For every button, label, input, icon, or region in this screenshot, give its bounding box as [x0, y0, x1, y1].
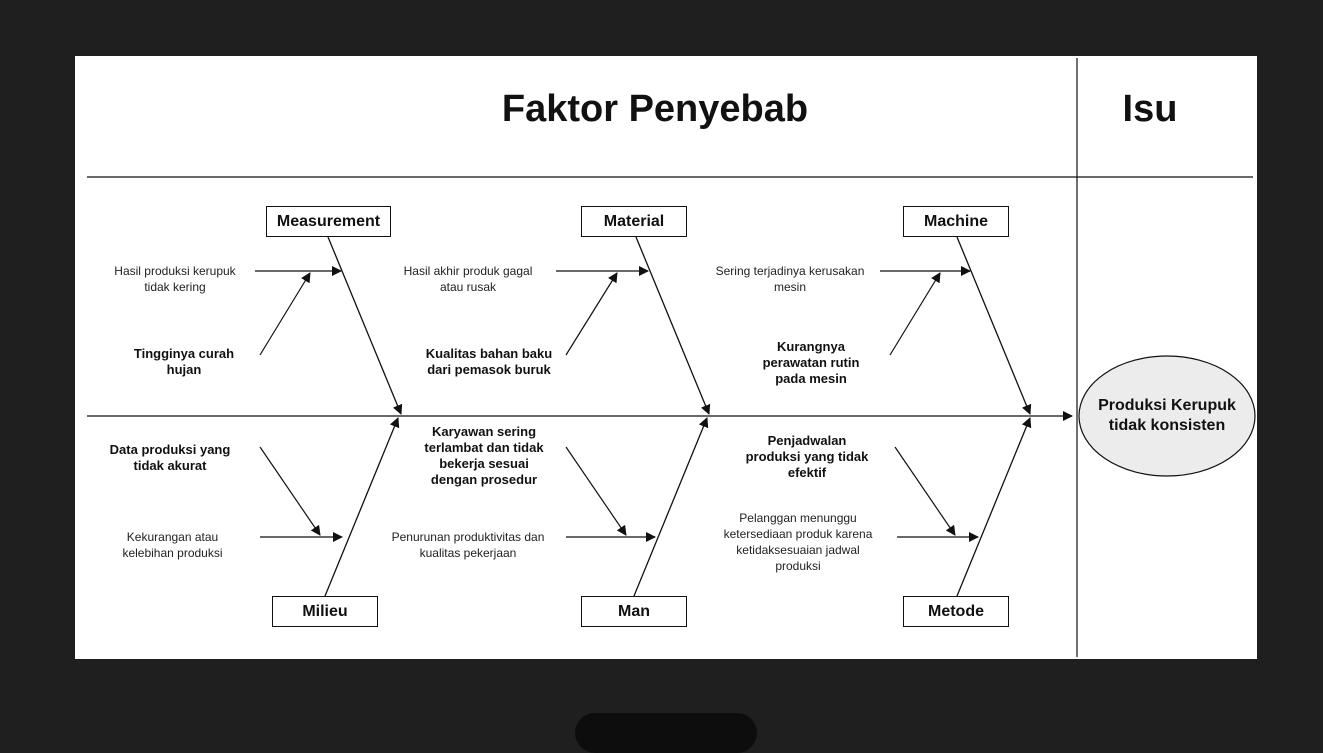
- bone-man: [633, 417, 709, 597]
- category-machine: Machine: [903, 206, 1009, 237]
- fishbone-diagram: [87, 58, 1256, 657]
- category-metode: Metode: [903, 596, 1009, 627]
- arrow-metode-1: [894, 446, 956, 536]
- category-material: Material: [581, 206, 687, 237]
- arrow-machine-2: [889, 272, 941, 356]
- main-title: Faktor Penyebab: [501, 88, 809, 130]
- diagram-panel: [75, 56, 1257, 659]
- category-man: Man: [581, 596, 687, 627]
- issue-text: Produksi Kerupuk tidak konsisten: [1098, 397, 1236, 434]
- bone-machine: [956, 236, 1032, 415]
- issue-ellipse: [1078, 355, 1256, 477]
- bone-milieu: [324, 417, 400, 597]
- arrow-milieu-1: [259, 446, 321, 536]
- category-measurement: Measurement: [266, 206, 391, 237]
- arrow-material-2: [565, 272, 618, 356]
- category-milieu: Milieu: [272, 596, 378, 627]
- bone-metode: [956, 417, 1032, 597]
- issue-title: Isu: [1122, 88, 1178, 130]
- arrow-man-1: [565, 446, 627, 536]
- arrow-measurement-2: [259, 272, 311, 356]
